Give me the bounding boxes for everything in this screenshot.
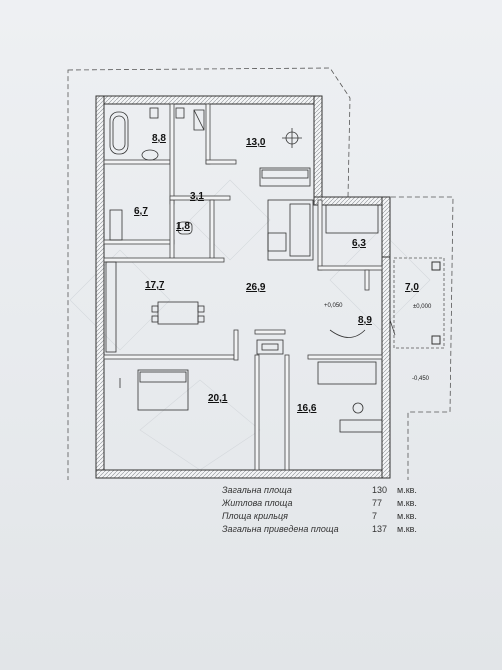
summary-value: 77 — [372, 498, 383, 508]
room-area-label: 6,7 — [134, 206, 148, 217]
level-mark: +0,050 — [324, 303, 343, 309]
outer-walls — [95, 95, 391, 479]
summary-value: 137 — [372, 524, 388, 534]
summary-row: Загальна площа 130 м.кв. — [222, 485, 462, 498]
porch — [389, 257, 445, 349]
level-marks: +0,050 ±0,000 -0,450 — [324, 303, 432, 382]
area-summary: Загальна площа 130 м.кв. Житлова площа 7… — [222, 485, 462, 537]
summary-value: 7 — [372, 511, 378, 521]
room-area-label: 6,3 — [352, 238, 366, 249]
roof-outline — [67, 67, 454, 480]
room-area-label: 8,9 — [358, 315, 372, 326]
inner-walls — [103, 103, 383, 471]
room-labels: 8,8 13,0 6,7 3,1 1,8 6,3 7,0 17,7 26,9 8… — [134, 133, 419, 414]
room-area-label: 13,0 — [246, 137, 266, 148]
room-area-label: 8,8 — [152, 133, 166, 144]
summary-label: Загальна площа — [222, 485, 292, 495]
room-area-label: 3,1 — [190, 191, 204, 202]
level-mark: -0,450 — [412, 376, 430, 382]
room-area-label: 26,9 — [246, 282, 266, 293]
room-area-label: 20,1 — [208, 393, 228, 404]
summary-unit: м.кв. — [397, 485, 417, 495]
summary-row: Житлова площа 77 м.кв. — [222, 498, 462, 511]
summary-value: 130 — [372, 485, 388, 495]
summary-unit: м.кв. — [397, 524, 417, 534]
furniture — [105, 107, 383, 433]
room-area-label: 16,6 — [297, 403, 317, 414]
summary-label: Житлова площа — [222, 498, 293, 508]
room-area-label: 17,7 — [145, 280, 165, 291]
summary-row: Загальна приведена площа 137 м.кв. — [222, 524, 462, 537]
summary-unit: м.кв. — [397, 498, 417, 508]
summary-label: Площа крильця — [222, 511, 288, 521]
background-pattern — [69, 179, 431, 471]
summary-row: Площа крильця 7 м.кв. — [222, 511, 462, 524]
floor-plan: 8,8 13,0 6,7 3,1 1,8 6,3 7,0 17,7 26,9 8… — [67, 67, 454, 480]
summary-label: Загальна приведена площа — [222, 524, 339, 534]
room-area-label: 1,8 — [176, 221, 190, 232]
level-mark: ±0,000 — [413, 304, 432, 310]
room-area-label: 7,0 — [405, 282, 419, 293]
summary-unit: м.кв. — [397, 511, 417, 521]
